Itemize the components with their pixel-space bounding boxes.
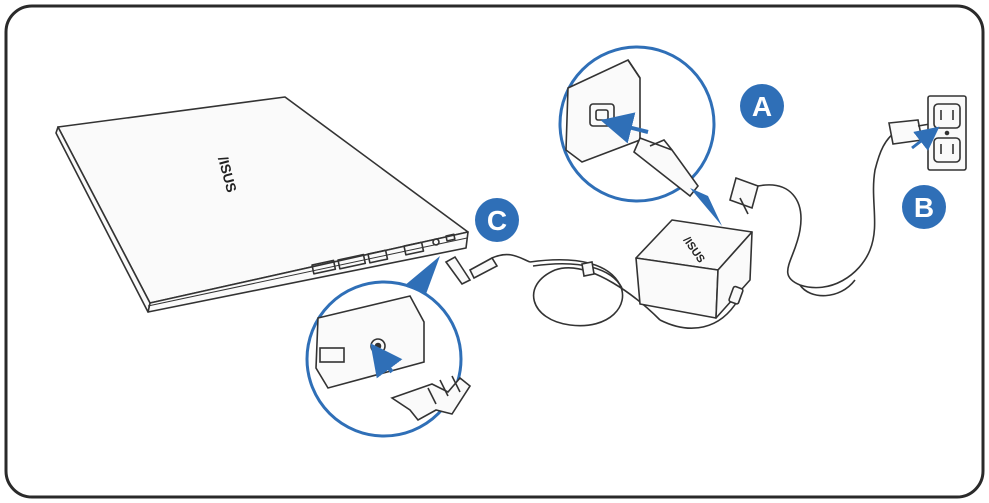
magnified-dc-in-port [305,280,472,438]
outlet-arrow [911,126,940,151]
magnified-adapter-inlet [558,45,716,203]
wall-outlet [927,95,967,171]
badge-b-label: B [914,192,934,223]
badge-c-label: C [487,205,507,236]
inset-c-arrow [370,343,403,379]
dc-cable [444,253,739,329]
ac-cord [729,119,932,297]
badge-b: B [902,185,946,229]
inset-c-pointer [404,256,440,294]
badge-a-label: A [752,91,772,122]
inset-a-arrow [600,112,649,144]
power-adapter [635,219,753,319]
badge-c: C [475,198,519,242]
inset-a-pointer [690,188,722,226]
badge-a: A [740,84,784,128]
laptop [55,96,469,313]
